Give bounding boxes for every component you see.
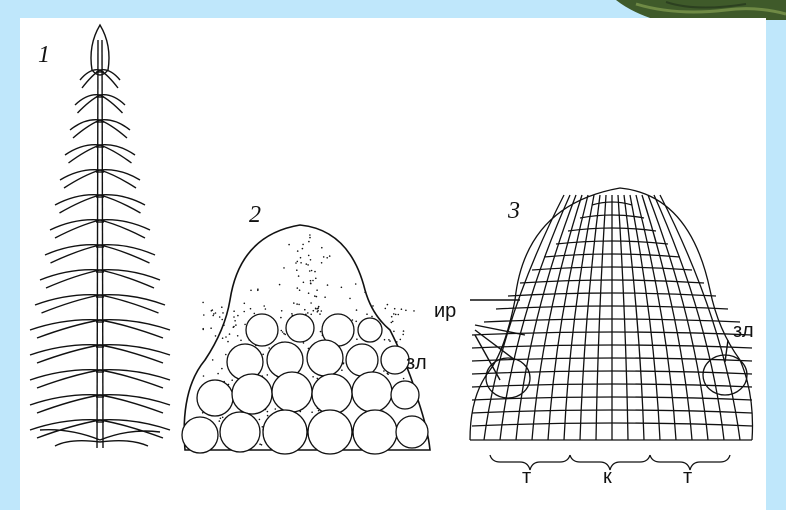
figure-number-3: 3 [508,198,520,225]
label-zl-fig3: зл [733,320,754,343]
label-k-center: к [603,466,612,489]
label-zl-fig2: зл [406,352,427,375]
label-ir-fig3: ир [434,300,456,323]
shoot-apex-drawing [182,225,430,454]
horsetail-shoot-drawing [30,25,170,448]
figure-number-2: 2 [249,202,261,229]
label-t-right: т [683,466,692,489]
apex-section-drawing [470,188,753,470]
figure-number-1: 1 [38,42,50,69]
label-t-left: т [522,466,531,489]
